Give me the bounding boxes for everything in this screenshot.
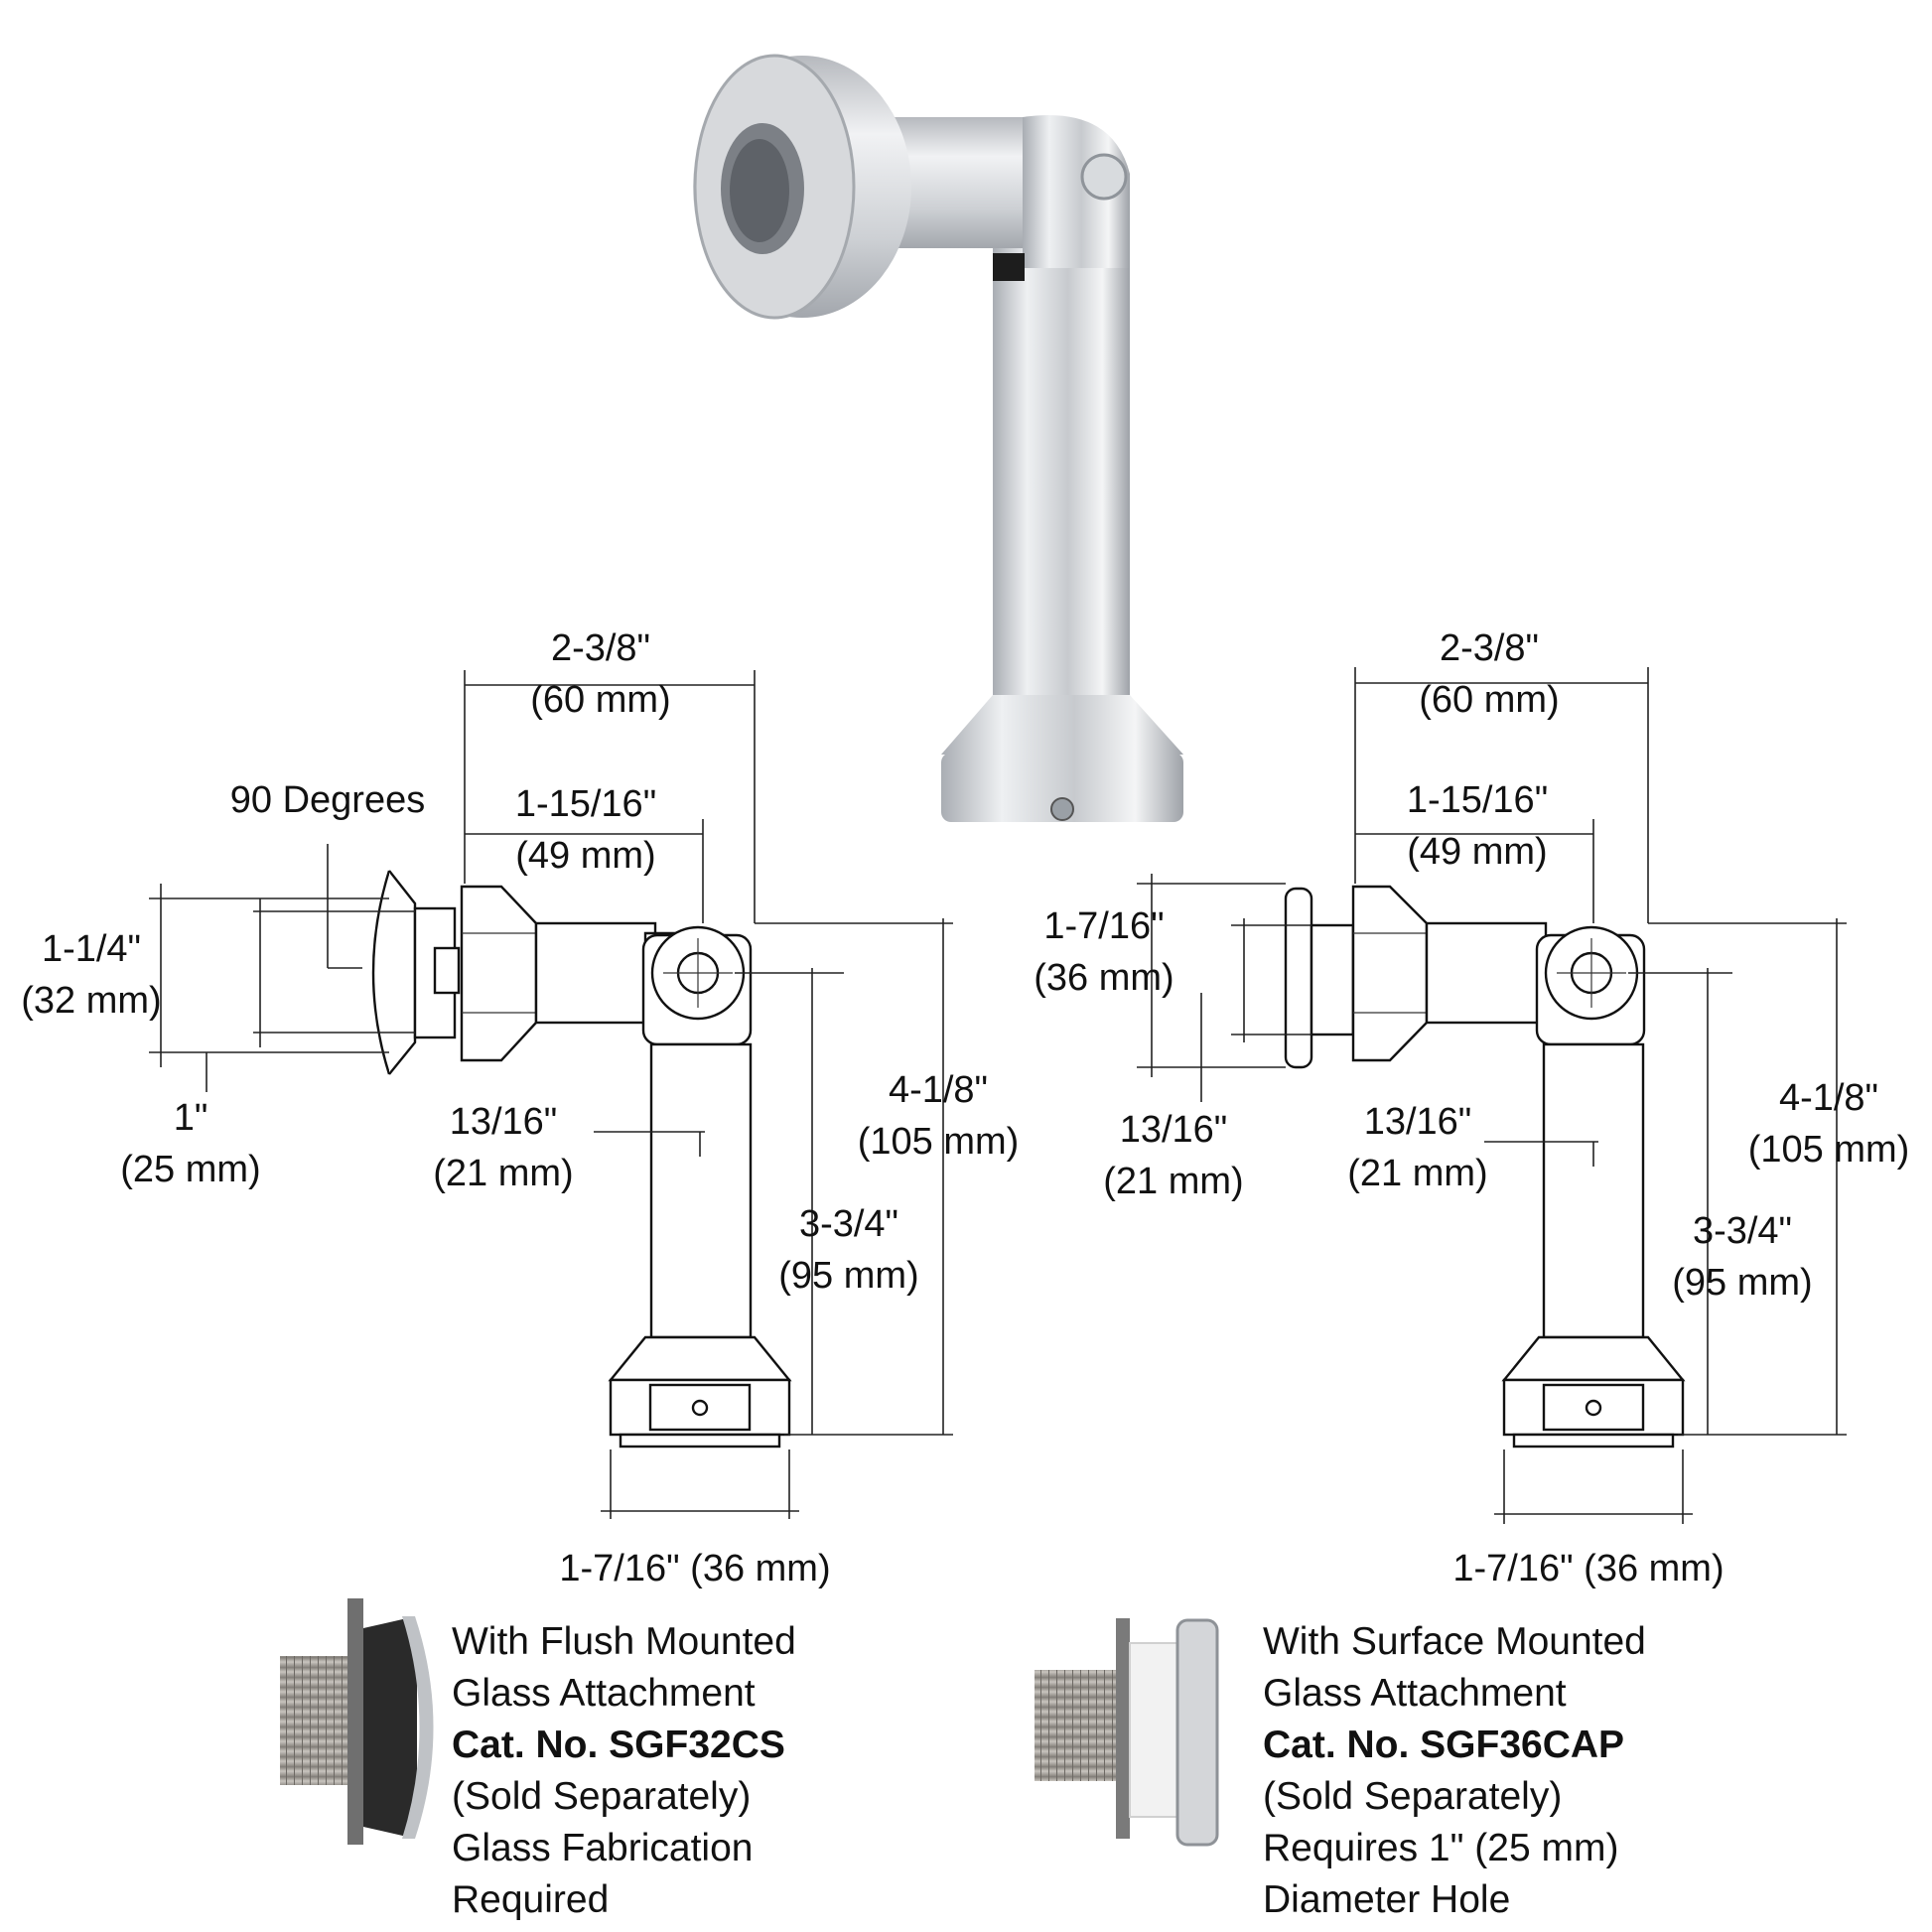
flush-plate xyxy=(347,1598,363,1845)
set-screw xyxy=(1050,797,1074,821)
left-bushing xyxy=(433,946,461,995)
surface-catalog-number: Cat. No. SGF36CAP xyxy=(1263,1724,1625,1766)
left-top-width-in: 2-3/8" xyxy=(551,627,650,669)
elbow-pin xyxy=(1080,153,1128,201)
right-mid-width-in: 1-15/16" xyxy=(1407,779,1548,821)
flush-thread xyxy=(280,1656,359,1785)
left-hole-dia-in: 1" xyxy=(174,1097,208,1139)
right-plate-glass-in: 13/16" xyxy=(1120,1109,1228,1151)
left-base-block xyxy=(609,1378,791,1437)
right-plate-glass-mm: (21 mm) xyxy=(1103,1161,1243,1202)
right-mid-width-mm: (49 mm) xyxy=(1407,831,1547,873)
left-glass-mm: (21 mm) xyxy=(433,1153,573,1194)
surface-caption-line6: Diameter Hole xyxy=(1263,1878,1511,1921)
left-base xyxy=(608,1335,792,1382)
left-total-height-in: 4-1/8" xyxy=(889,1069,988,1111)
left-center-height-mm: (95 mm) xyxy=(778,1255,918,1297)
left-mid-width-mm: (49 mm) xyxy=(515,835,655,877)
right-glass-mm: (21 mm) xyxy=(1347,1153,1487,1194)
left-glass-in: 13/16" xyxy=(450,1101,558,1143)
elbow-gap xyxy=(993,253,1025,281)
flush-caption-line1: With Flush Mounted xyxy=(452,1620,796,1663)
right-drawing xyxy=(1137,667,1847,1524)
right-top-width-mm: (60 mm) xyxy=(1419,679,1559,721)
flush-attachment-photo xyxy=(280,1598,434,1845)
elbow xyxy=(1023,114,1130,268)
right-base-block xyxy=(1502,1378,1685,1437)
left-cap xyxy=(388,870,417,1075)
right-total-height-in: 4-1/8" xyxy=(1779,1077,1878,1119)
flush-caption-line4: (Sold Separately) xyxy=(452,1775,752,1818)
flush-caption: With Flush Mounted Glass Attachment Cat.… xyxy=(452,1616,796,1926)
flange-bore-inner xyxy=(730,139,789,242)
right-plate-dia-mm: (36 mm) xyxy=(1034,957,1173,999)
surface-caption-line5: Requires 1" (25 mm) xyxy=(1263,1827,1619,1869)
surface-caption: With Surface Mounted Glass Attachment Ca… xyxy=(1263,1616,1646,1926)
left-arm xyxy=(534,921,657,1025)
right-base-width: 1-7/16" (36 mm) xyxy=(1452,1548,1724,1589)
surface-caption-line2: Glass Attachment xyxy=(1263,1672,1567,1715)
left-plate-dia-mm: (32 mm) xyxy=(21,980,161,1022)
left-mid-width-in: 1-15/16" xyxy=(515,783,656,825)
left-cap-curve xyxy=(371,870,391,1075)
left-plate-dia-in: 1-1/4" xyxy=(42,928,141,970)
left-top-width-mm: (60 mm) xyxy=(530,679,670,721)
flush-catalog-number: Cat. No. SGF32CS xyxy=(452,1724,785,1766)
surface-caption-line4: (Sold Separately) xyxy=(1263,1775,1563,1818)
flush-caption-line2: Glass Attachment xyxy=(452,1672,756,1715)
right-base xyxy=(1501,1335,1686,1382)
left-total-height-mm: (105 mm) xyxy=(858,1121,1020,1163)
left-flange xyxy=(460,885,538,1062)
right-gasket xyxy=(1310,923,1355,1036)
right-center-height-mm: (95 mm) xyxy=(1672,1262,1812,1304)
left-post xyxy=(649,1042,753,1339)
right-top-width-in: 2-3/8" xyxy=(1440,627,1539,669)
surface-gasket xyxy=(1129,1642,1182,1818)
product-photo xyxy=(693,54,1183,822)
surface-attachment-photo xyxy=(1035,1618,1219,1847)
left-drawing xyxy=(149,670,953,1519)
right-total-height-mm: (105 mm) xyxy=(1748,1129,1910,1171)
left-hole-dia-mm: (25 mm) xyxy=(120,1149,260,1190)
flush-cap xyxy=(402,1616,434,1839)
left-base-width: 1-7/16" (36 mm) xyxy=(559,1548,830,1589)
right-cap xyxy=(1284,887,1313,1069)
surface-cap xyxy=(1175,1618,1219,1847)
right-plate-dia-in: 1-7/16" xyxy=(1043,905,1164,947)
left-angle-label: 90 Degrees xyxy=(230,779,425,821)
post-base-disc xyxy=(941,753,1183,822)
right-arm xyxy=(1425,921,1548,1025)
right-center-height-in: 3-3/4" xyxy=(1693,1210,1792,1252)
surface-plate xyxy=(1116,1618,1130,1839)
right-post xyxy=(1542,1042,1645,1339)
right-glass-in: 13/16" xyxy=(1364,1101,1472,1143)
flush-caption-line5: Glass Fabrication xyxy=(452,1827,754,1869)
surface-caption-line1: With Surface Mounted xyxy=(1263,1620,1646,1663)
flush-gasket xyxy=(363,1618,417,1837)
surface-thread xyxy=(1035,1670,1119,1781)
post-base-flare xyxy=(941,695,1183,755)
flush-caption-line6: Required xyxy=(452,1878,610,1921)
right-flange xyxy=(1351,885,1429,1062)
left-center-height-in: 3-3/4" xyxy=(799,1203,898,1245)
